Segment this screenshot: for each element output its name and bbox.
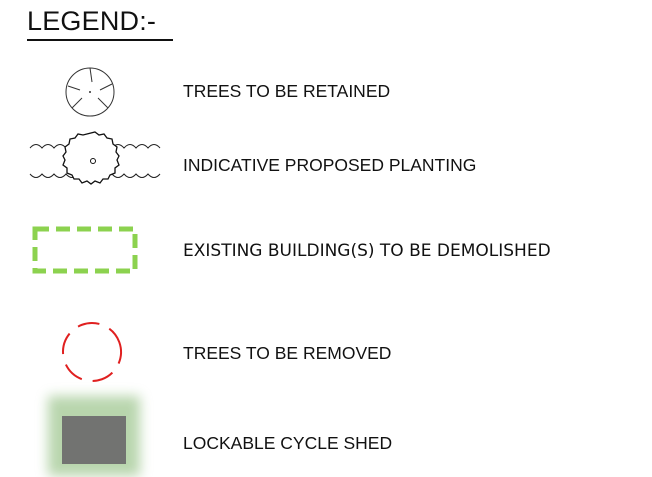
legend-label-retained: TREES TO BE RETAINED bbox=[183, 81, 391, 101]
legend-label-removed: TREES TO BE REMOVED bbox=[183, 343, 392, 363]
legend-title: LEGEND:- bbox=[27, 6, 157, 36]
cycle-shed-icon bbox=[48, 396, 140, 476]
title-underline bbox=[27, 39, 173, 41]
legend-label-planting: INDICATIVE PROPOSED PLANTING bbox=[183, 155, 477, 175]
removed-tree-icon bbox=[62, 322, 122, 382]
demolished-building-icon bbox=[32, 226, 138, 274]
legend-label-demolished: EXISTING BUILDING(S) TO BE DEMOLISHED bbox=[183, 241, 551, 261]
proposed-planting-icon bbox=[29, 131, 161, 185]
legend-label-cycle-shed: LOCKABLE CYCLE SHED bbox=[183, 433, 393, 453]
retained-tree-icon bbox=[65, 67, 115, 117]
